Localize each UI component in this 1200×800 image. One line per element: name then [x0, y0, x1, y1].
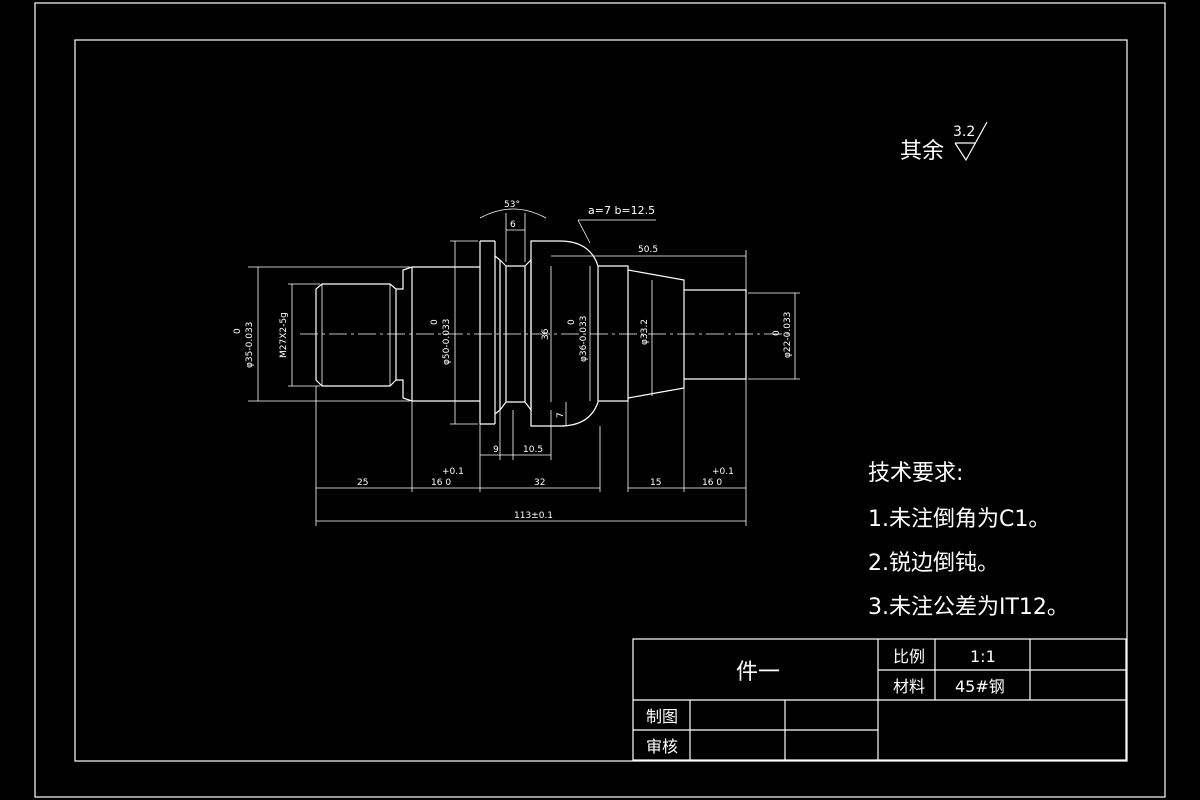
- roughness-symbol: [954, 121, 988, 162]
- scale-label: 比例: [893, 647, 925, 666]
- requirement-item: 2.锐边倒钝。: [868, 551, 999, 576]
- dim-9: 9: [493, 445, 499, 455]
- dim-dia-35-upper: 0: [233, 328, 243, 334]
- material-value: 45#钢: [955, 677, 1005, 696]
- dim-25: 25: [357, 478, 368, 488]
- dim-angle: 53°: [504, 200, 520, 210]
- title-block: 件一 比例 1:1 材料 45#钢 制图 审核: [632, 638, 1127, 761]
- dim-dia-50-upper: 0: [430, 319, 440, 325]
- inner-frame: [74, 39, 1128, 762]
- dim-15: 15: [650, 478, 661, 488]
- shaft-outline: [315, 240, 747, 427]
- checked-label: 审核: [646, 737, 678, 756]
- dim-16b: 16 0: [702, 478, 722, 488]
- dim-dia-33: φ33.2: [640, 319, 650, 345]
- dim-50-5: 50.5: [638, 245, 658, 255]
- dim-dia-22-upper: 0: [772, 330, 782, 336]
- dim-16b-tol: +0.1: [712, 467, 734, 477]
- dim-32: 32: [534, 478, 545, 488]
- dim-dia-50: φ50-0.033: [442, 319, 452, 365]
- outer-border: [34, 2, 1166, 798]
- requirement-item: 3.未注公差为IT12。: [868, 595, 1069, 620]
- roughness-value: 3.2: [953, 124, 975, 140]
- dim-10-5: 10.5: [523, 445, 543, 455]
- dim-36: 36: [541, 328, 551, 340]
- dim-groove-width: 6: [510, 220, 516, 230]
- dim-dia-36b-upper: 0: [567, 319, 577, 325]
- dim-total: 113±0.1: [514, 511, 553, 521]
- dim-thread: M27X2-5g: [279, 312, 289, 358]
- requirement-item: 1.未注倒角为C1。: [868, 507, 1050, 532]
- dim-16a: 16 0: [431, 478, 451, 488]
- roughness-note: 其余 3.2: [900, 121, 988, 164]
- roughness-label: 其余: [900, 139, 944, 164]
- dim-dia-36b: φ36-0.033: [579, 316, 589, 362]
- requirements-title: 技术要求:: [868, 461, 963, 486]
- part-name: 件一: [736, 660, 780, 685]
- dim-dia-22: φ22-0.033: [783, 312, 793, 358]
- drawn-label: 制图: [646, 707, 678, 726]
- dim-chamfer-note: a=7 b=12.5: [588, 204, 655, 217]
- material-label: 材料: [893, 677, 925, 696]
- dim-7: 7: [556, 412, 566, 418]
- scale-value: 1:1: [970, 647, 996, 666]
- technical-requirements: 技术要求: 1.未注倒角为C1。 2.锐边倒钝。 3.未注公差为IT12。: [868, 461, 1069, 620]
- dimension-lines: [248, 208, 800, 526]
- dim-16a-tol: +0.1: [442, 467, 464, 477]
- dim-dia-35: φ35-0.033: [245, 322, 255, 368]
